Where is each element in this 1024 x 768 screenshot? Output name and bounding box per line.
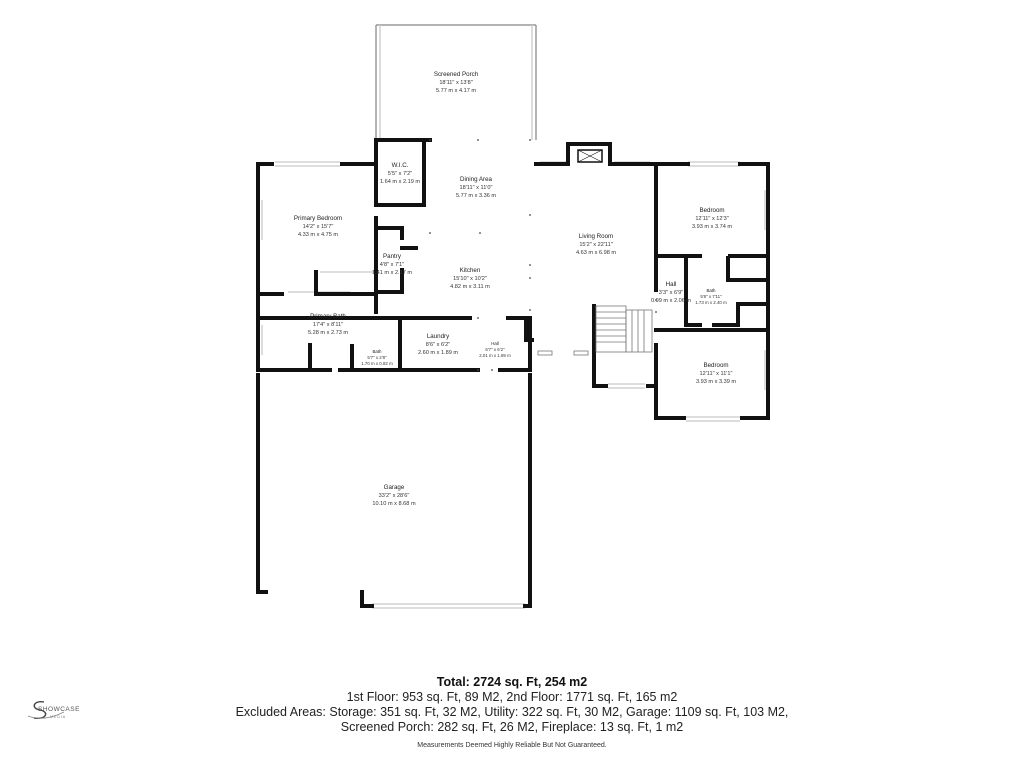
room-imperial: 15'2" x 22'11" <box>579 242 612 248</box>
open-boundaries <box>429 139 657 371</box>
total-area: Total: 2724 sq. Ft, 254 m2 <box>436 675 588 689</box>
room-hall-east: Hall 3'3" x 6'9" 0.99 m x 2.06 m <box>651 281 691 304</box>
floor-areas: 1st Floor: 953 sq. Ft, 89 M2, 2nd Floor:… <box>346 690 678 704</box>
room-imperial: 12'11" x 11'1" <box>700 371 733 377</box>
room-metric: 5.77 m x 3.36 m <box>456 193 496 199</box>
room-name: Pantry <box>383 253 402 260</box>
room-kitchen: Kitchen 15'10" x 10'2" 4.82 m x 3.11 m <box>450 267 490 290</box>
room-primary-bath: Primary Bath 17'4" x 8'11" 5.28 m x 2.73… <box>308 313 348 336</box>
room-name: Primary Bedroom <box>294 215 342 222</box>
room-garage: Garage 33'2" x 28'6" 10.10 m x 8.68 m <box>372 484 416 507</box>
room-imperial: 6'7" x 6'2" <box>485 347 505 352</box>
room-name: Hall <box>491 341 499 346</box>
room-imperial: 5'5" x 7'2" <box>388 171 412 177</box>
room-metric: 4.33 m x 4.75 m <box>298 232 338 238</box>
stairs <box>537 305 653 356</box>
room-imperial: 5'7" x 2'8" <box>367 355 387 360</box>
room-name: Screened Porch <box>434 71 479 78</box>
room-bedroom-north: Bedroom 12'11" x 12'3" 3.93 m x 3.74 m <box>692 207 732 230</box>
floor-plan: Screened Porch 18'11" x 13'8" 5.77 m x 4… <box>256 24 770 609</box>
room-metric: 5.28 m x 2.73 m <box>308 330 348 336</box>
room-metric: 0.99 m x 2.06 m <box>651 298 691 304</box>
room-name: Primary Bath <box>310 313 346 320</box>
room-metric: 3.93 m x 3.39 m <box>696 379 736 385</box>
room-screened-porch: Screened Porch 18'11" x 13'8" 5.77 m x 4… <box>434 71 479 94</box>
fireplace <box>577 149 603 163</box>
room-imperial: 17'4" x 8'11" <box>313 322 343 328</box>
room-imperial: 18'11" x 13'8" <box>439 80 472 86</box>
room-pantry: Pantry 4'8" x 7'1" 1.41 m x 2.17 m <box>372 253 412 276</box>
room-imperial: 14'2" x 15'7" <box>303 224 334 230</box>
room-bath-east: Bath 5'8" x 7'11" 1.73 m x 2.40 m <box>695 288 727 305</box>
room-primary-bedroom: Primary Bedroom 14'2" x 15'7" 4.33 m x 4… <box>294 215 342 238</box>
room-name: Garage <box>384 484 405 491</box>
room-name: Bath <box>372 349 382 354</box>
room-name: Hall <box>666 281 677 288</box>
room-name: Dining Area <box>460 176 493 183</box>
room-wic: W.I.C. 5'5" x 7'2" 1.64 m x 2.19 m <box>380 162 420 185</box>
disclaimer: Measurements Deemed Highly Reliable But … <box>417 742 607 749</box>
room-metric: 2.01 m x 1.89 m <box>479 353 511 358</box>
room-imperial: 5'8" x 7'11" <box>700 294 722 299</box>
room-imperial: 33'2" x 28'6" <box>379 493 410 499</box>
room-name: Bedroom <box>703 362 728 369</box>
room-name: Living Room <box>579 233 613 240</box>
room-name: Laundry <box>427 333 450 340</box>
room-living-room: Living Room 15'2" x 22'11" 4.63 m x 6.98… <box>576 233 616 256</box>
room-metric: 5.77 m x 4.17 m <box>436 88 476 94</box>
room-bedroom-south: Bedroom 12'11" x 11'1" 3.93 m x 3.39 m <box>696 362 736 385</box>
room-metric: 1.70 m x 0.82 m <box>361 361 393 366</box>
room-metric: 4.82 m x 3.11 m <box>450 284 490 290</box>
room-imperial: 3'3" x 6'9" <box>659 290 683 296</box>
room-metric: 10.10 m x 8.68 m <box>372 501 416 507</box>
room-metric: 1.41 m x 2.17 m <box>372 270 412 276</box>
room-name: Bedroom <box>699 207 724 214</box>
room-name: Bath <box>706 288 716 293</box>
room-laundry: Laundry 8'6" x 6'2" 2.60 m x 1.89 m <box>418 333 458 356</box>
logo-subtext: MEDIA <box>50 715 67 719</box>
room-hall-west: Hall 6'7" x 6'2" 2.01 m x 1.89 m <box>479 341 511 358</box>
room-metric: 1.73 m x 2.40 m <box>695 300 727 305</box>
room-metric: 2.60 m x 1.89 m <box>418 350 458 356</box>
room-metric: 1.64 m x 2.19 m <box>380 179 420 185</box>
excluded-areas: Excluded Areas: Storage: 351 sq. Ft, 32 … <box>235 705 789 719</box>
room-metric: 3.93 m x 3.74 m <box>692 224 732 230</box>
room-dining-area: Dining Area 18'11" x 11'0" 5.77 m x 3.36… <box>456 176 496 199</box>
room-imperial: 4'8" x 7'1" <box>380 262 404 268</box>
screened-porch-walls <box>375 24 537 140</box>
room-metric: 4.63 m x 6.98 m <box>576 250 616 256</box>
walls <box>256 138 770 608</box>
room-bath-west: Bath 5'7" x 2'8" 1.70 m x 0.82 m <box>361 349 393 366</box>
room-imperial: 18'11" x 11'0" <box>460 185 493 191</box>
room-imperial: 15'10" x 10'2" <box>453 276 487 282</box>
room-name: W.I.C. <box>392 162 409 169</box>
room-imperial: 8'6" x 6'2" <box>426 342 450 348</box>
logo-text: SHOWCASE <box>38 706 80 713</box>
room-imperial: 12'11" x 12'3" <box>695 216 728 222</box>
excluded-areas-continued: Screened Porch: 282 sq. Ft, 26 M2, Firep… <box>340 720 684 734</box>
room-name: Kitchen <box>460 267 481 274</box>
showcase-logo-icon <box>27 700 65 720</box>
